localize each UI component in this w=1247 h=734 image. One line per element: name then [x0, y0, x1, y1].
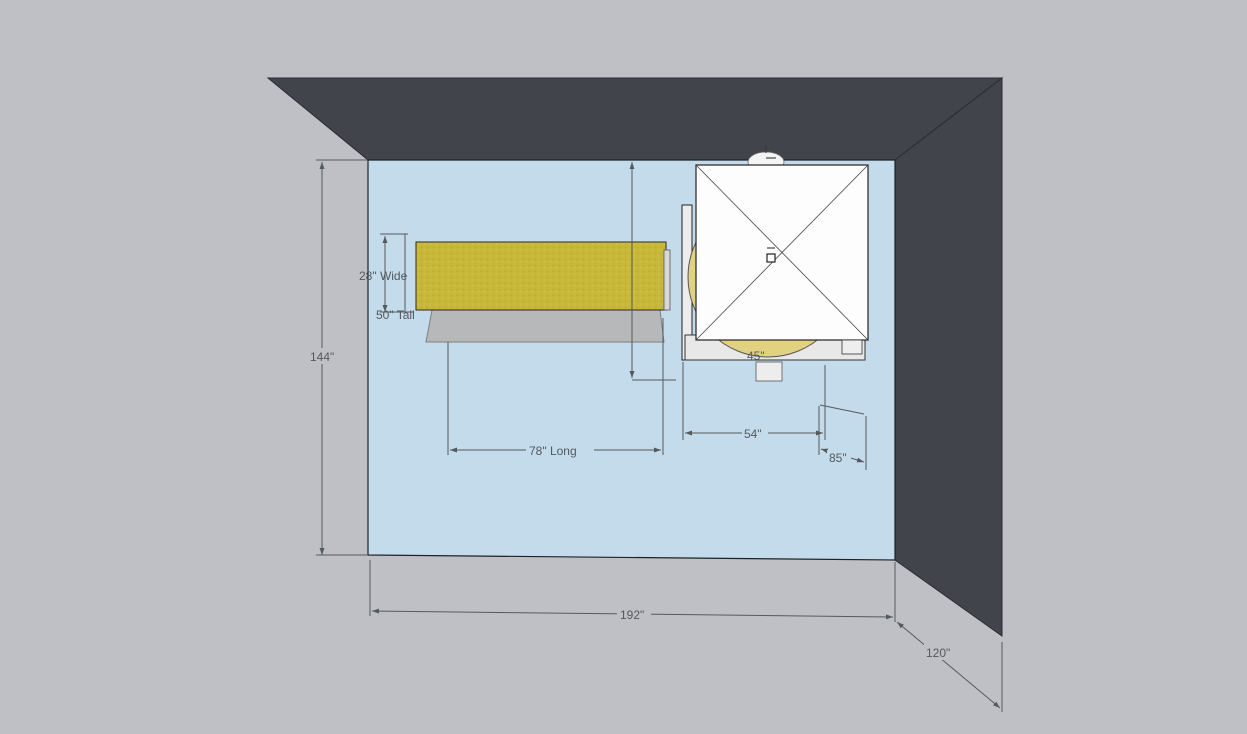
bed-center-knob — [766, 253, 776, 263]
right-wall — [894, 76, 1003, 637]
dim-long-label-bg — [526, 443, 594, 458]
back-wall — [266, 77, 1004, 161]
dim-54-label-bg — [742, 426, 768, 441]
dim-height-label-bg — [924, 644, 956, 660]
dim-height-label: 120" — [926, 646, 950, 660]
dim-85-angle-line — [819, 404, 865, 415]
bed-step — [755, 361, 783, 382]
dim-width-label-bg — [617, 607, 651, 623]
dim-long-label: 78" Long — [529, 444, 577, 458]
dim-angle-label: 45" — [747, 349, 765, 363]
bed-diagonal-2 — [695, 164, 869, 341]
dim-85-label: 85" — [829, 451, 847, 465]
yellow-rug — [415, 241, 667, 311]
dim-tall-label: 50" Tall — [376, 308, 415, 322]
dim-85-label-bg — [827, 450, 851, 465]
bed-rail — [841, 339, 863, 355]
dim-depth-label: 144" — [310, 350, 334, 364]
dim-wide-label: 28" Wide — [359, 269, 408, 283]
dim-54-label: 54" — [744, 427, 762, 441]
dim-depth-label-bg — [308, 348, 336, 364]
dim-height-line — [896, 621, 1001, 709]
rug-edge — [663, 249, 671, 311]
grey-pad — [425, 309, 665, 343]
dim-width-label: 192" — [620, 608, 644, 622]
